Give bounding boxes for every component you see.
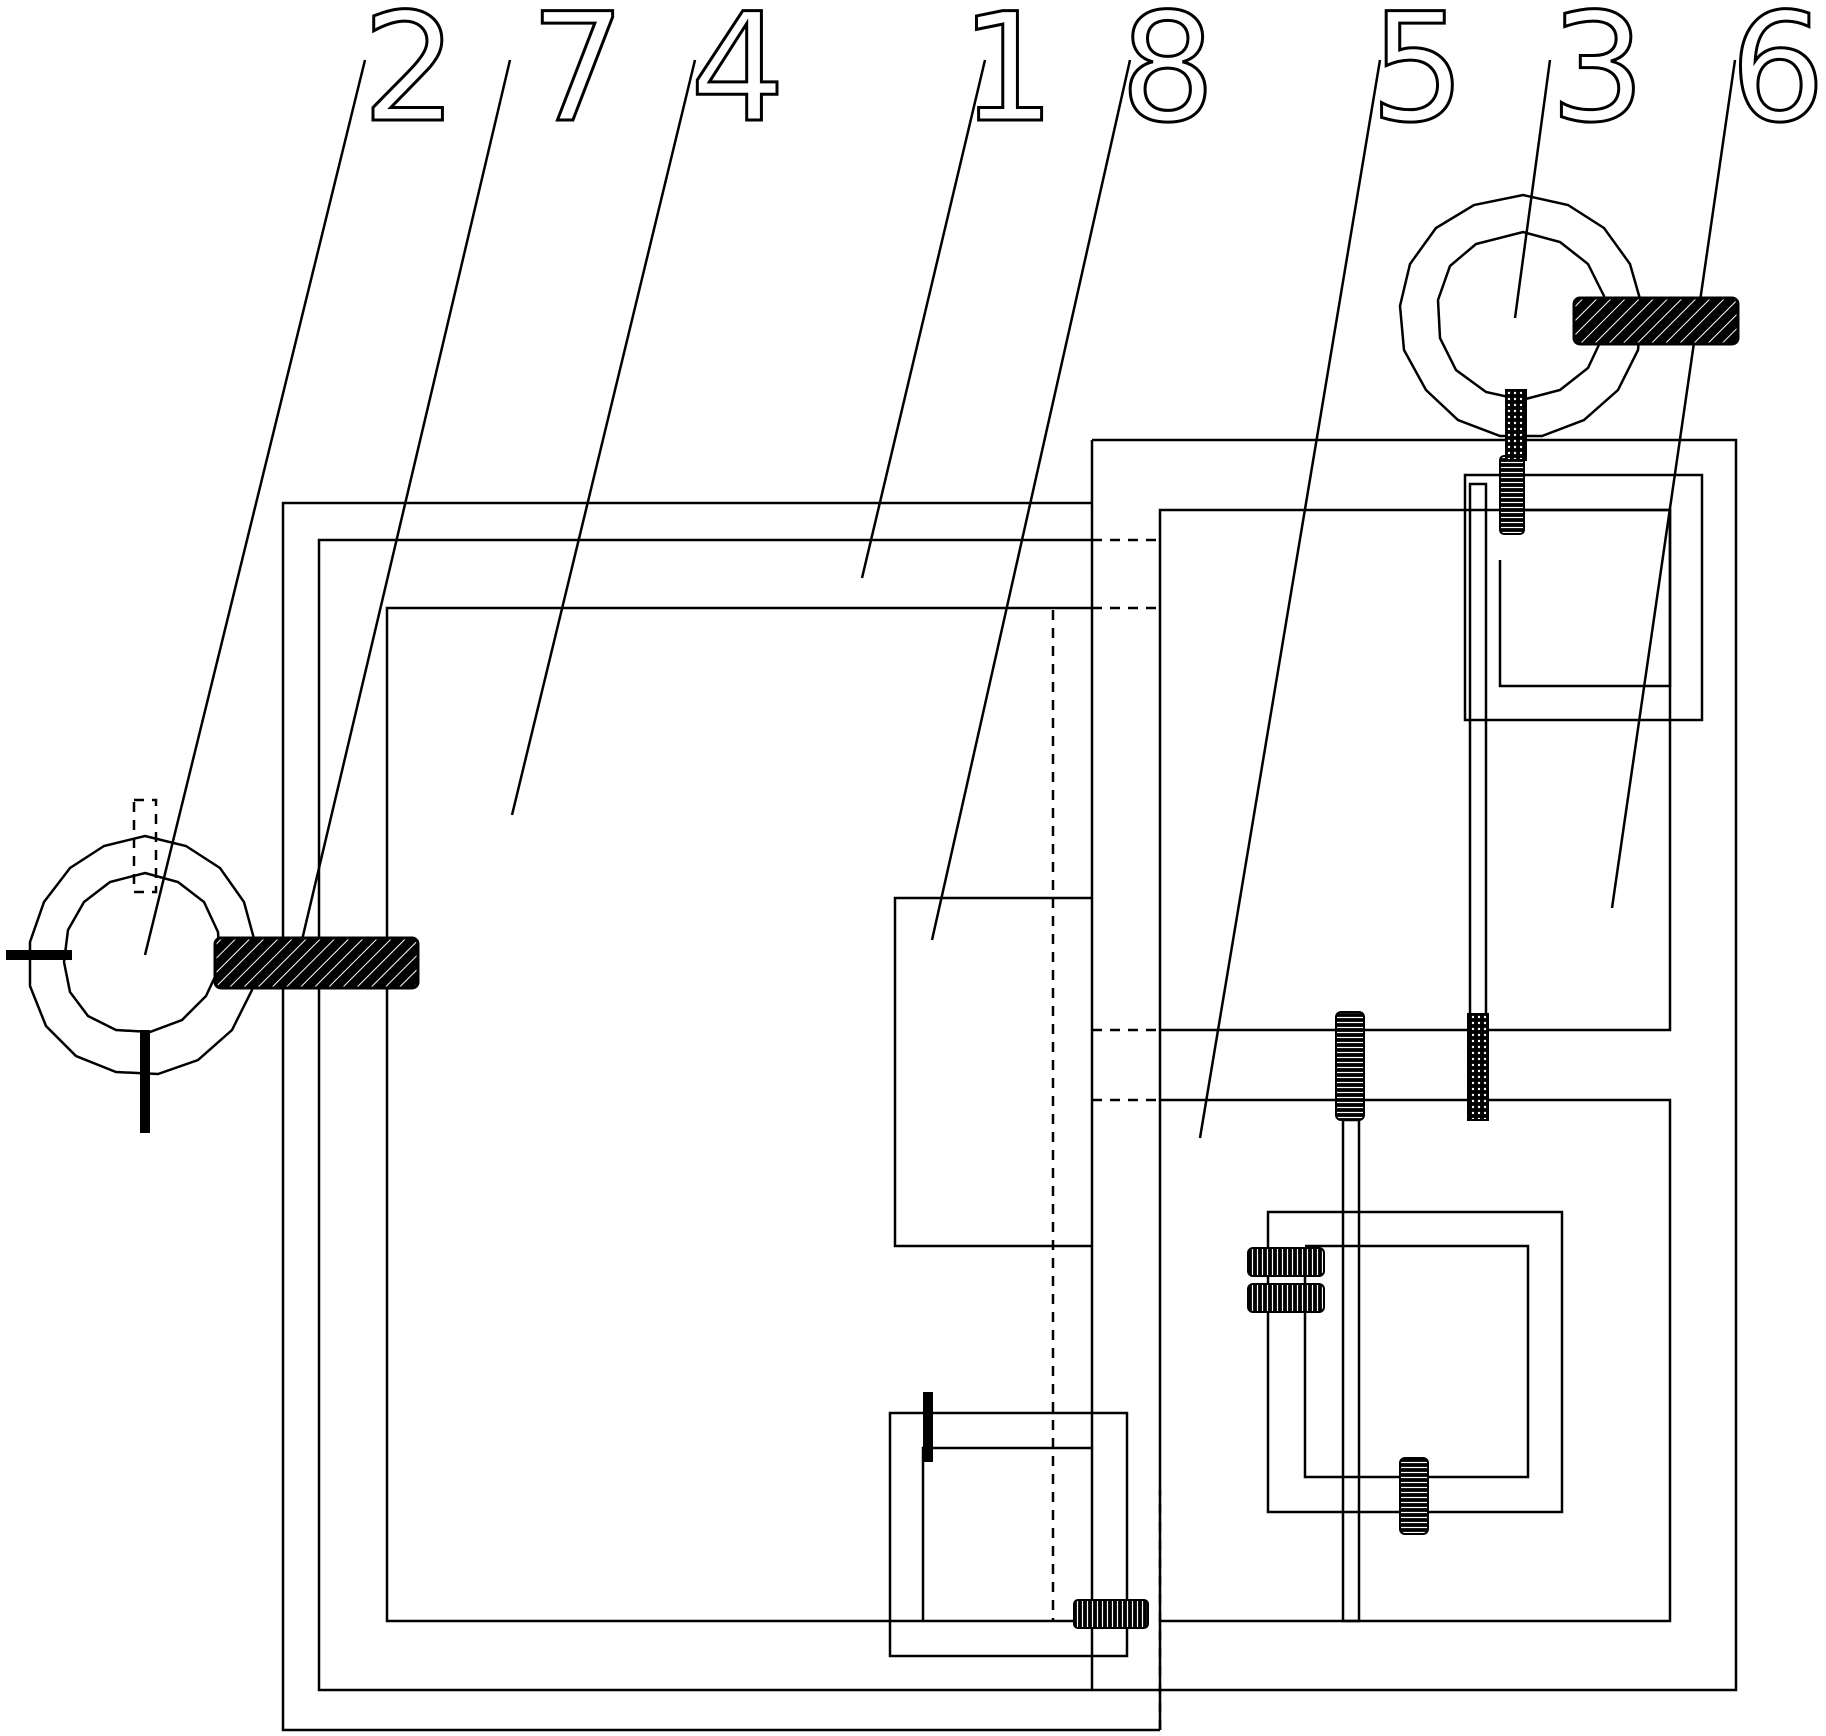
leader-6 <box>1610 59 1737 909</box>
wheel-2 <box>6 798 258 1133</box>
component-8-box <box>893 896 1092 1248</box>
label-2: 2 <box>362 0 457 156</box>
rod-7 <box>213 936 420 990</box>
left-frame-outer <box>281 501 1160 1732</box>
subframe-inner <box>1498 508 1672 688</box>
bottom-left-box <box>888 1392 1149 1658</box>
label-5: 5 <box>1370 0 1465 156</box>
vertical-rod-left <box>1341 1118 1361 1623</box>
right-lower-chamber <box>1160 1098 1672 1623</box>
leader-1 <box>860 59 987 579</box>
leader-7 <box>300 59 512 941</box>
leader-5 <box>1198 59 1382 1139</box>
wheel-3-rod <box>1572 296 1740 346</box>
side-clamp-2 <box>1247 1283 1325 1313</box>
right-upper-chamber <box>1158 508 1672 1730</box>
bottom-box-inner <box>921 1446 1092 1621</box>
rod-clamp-upper <box>1335 1011 1365 1121</box>
wheel-2-dashed-slot <box>132 798 158 894</box>
lower-subframe-inner <box>1303 1244 1530 1479</box>
right-frame <box>1090 438 1738 1730</box>
wheel-2-inner <box>62 871 222 1034</box>
left-frame-middle <box>317 538 1092 1692</box>
leader-2 <box>143 59 367 956</box>
subframe-clamp <box>1499 455 1525 535</box>
vertical-rod-right <box>1468 482 1488 1032</box>
leader-4 <box>510 59 697 816</box>
wheel-2-handle-horizontal <box>6 950 72 960</box>
bottom-clamp-vertical <box>1399 1457 1429 1535</box>
left-frame <box>281 501 1162 1732</box>
subframe-outer <box>1463 473 1704 722</box>
leader-lines <box>143 59 1737 1139</box>
reference-labels: 2 7 4 1 8 5 3 6 <box>361 0 1826 158</box>
wheel-3-knurl <box>1505 389 1527 461</box>
wheel-3 <box>1398 193 1740 461</box>
wheel-2-outer <box>28 834 258 1076</box>
side-clamp-1 <box>1247 1247 1325 1277</box>
lower-right-subframe <box>1247 1011 1564 1623</box>
bottom-box-outer <box>888 1411 1129 1658</box>
label-7: 7 <box>530 0 625 156</box>
bottom-box-vertical-bar <box>923 1392 933 1462</box>
label-1: 1 <box>960 0 1055 156</box>
leader-3 <box>1513 59 1552 319</box>
rod-knurl-lower <box>1467 1013 1489 1121</box>
leader-8 <box>930 59 1132 941</box>
label-6: 6 <box>1730 0 1825 156</box>
left-frame-inner <box>385 606 1092 1623</box>
wheel-2-handle-vertical <box>140 1030 150 1133</box>
bottom-clamp <box>1073 1599 1149 1629</box>
label-4: 4 <box>690 0 785 156</box>
label-8: 8 <box>1120 0 1215 156</box>
label-3: 3 <box>1550 0 1645 156</box>
top-right-subframe <box>1463 455 1704 1121</box>
